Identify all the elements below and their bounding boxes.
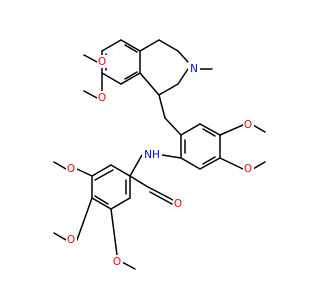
bond-53 bbox=[121, 261, 136, 270]
label-bg bbox=[66, 162, 77, 175]
atom-o-tm-top: O bbox=[67, 163, 75, 175]
bond-49 bbox=[53, 161, 67, 170]
label-bg bbox=[97, 55, 108, 68]
label-bg bbox=[243, 162, 254, 175]
atom-o-dmp-bottom: O bbox=[244, 163, 252, 175]
bond-25 bbox=[180, 157, 201, 170]
bond-48 bbox=[76, 168, 93, 177]
bond-38 bbox=[149, 191, 173, 205]
bond-31 bbox=[252, 124, 266, 133]
label-bg bbox=[66, 233, 77, 246]
bond-10 bbox=[158, 39, 179, 52]
label-bg bbox=[112, 255, 123, 268]
bond-30 bbox=[219, 124, 244, 136]
bond-40 bbox=[91, 164, 112, 177]
atom-label-layer: O O N O O NH O O O O bbox=[66, 55, 254, 268]
bond-50 bbox=[76, 197, 93, 241]
molecule-structure: O O N O O NH O O O O bbox=[53, 39, 266, 270]
label-bg bbox=[142, 148, 162, 161]
bond-9 bbox=[139, 39, 160, 52]
bond-11 bbox=[177, 50, 189, 63]
bond-14 bbox=[139, 72, 160, 96]
atom-nh: NH bbox=[144, 149, 160, 161]
bond-3 bbox=[101, 72, 122, 85]
atom-o-iso-top: O bbox=[98, 56, 106, 68]
bond-33 bbox=[252, 161, 266, 170]
bond-17 bbox=[83, 90, 98, 99]
bond-21 bbox=[180, 123, 201, 136]
bond-layer bbox=[53, 39, 266, 270]
bond-7 bbox=[124, 71, 138, 80]
bond-35 bbox=[129, 154, 143, 177]
bond-20 bbox=[164, 117, 182, 136]
bond-39 bbox=[110, 164, 131, 177]
bond-16 bbox=[83, 54, 98, 63]
atom-o-iso-bottom: O bbox=[98, 92, 106, 104]
label-bg bbox=[173, 197, 184, 210]
bond-27 bbox=[202, 128, 216, 137]
bond-43 bbox=[110, 197, 131, 210]
bond-6 bbox=[124, 44, 138, 53]
bond-34 bbox=[161, 154, 182, 159]
label-bg bbox=[188, 62, 200, 75]
bond-46 bbox=[94, 195, 109, 205]
bond-52 bbox=[110, 208, 118, 256]
label-bg bbox=[243, 118, 254, 131]
atom-o-carbonyl: O bbox=[174, 198, 182, 210]
bond-36 bbox=[129, 175, 149, 188]
bond-42 bbox=[91, 197, 112, 210]
bond-5 bbox=[101, 39, 122, 52]
bond-12 bbox=[177, 68, 189, 85]
atom-o-tm-bottom: O bbox=[113, 256, 121, 268]
bond-19 bbox=[158, 94, 166, 119]
atom-n-iso: N bbox=[190, 63, 198, 75]
atom-o-tm-mid: O bbox=[67, 234, 75, 246]
bond-0 bbox=[120, 39, 141, 52]
bond-24 bbox=[199, 157, 221, 170]
bond-28 bbox=[202, 156, 216, 165]
bond-51 bbox=[53, 232, 67, 241]
atom-o-dmp-top: O bbox=[244, 119, 252, 131]
bond-22 bbox=[199, 123, 221, 136]
bond-32 bbox=[219, 157, 244, 170]
bond-13 bbox=[158, 83, 179, 96]
bond-45 bbox=[94, 169, 114, 181]
label-bg bbox=[97, 91, 108, 104]
bond-37 bbox=[147, 186, 174, 201]
bond-2 bbox=[120, 72, 141, 85]
